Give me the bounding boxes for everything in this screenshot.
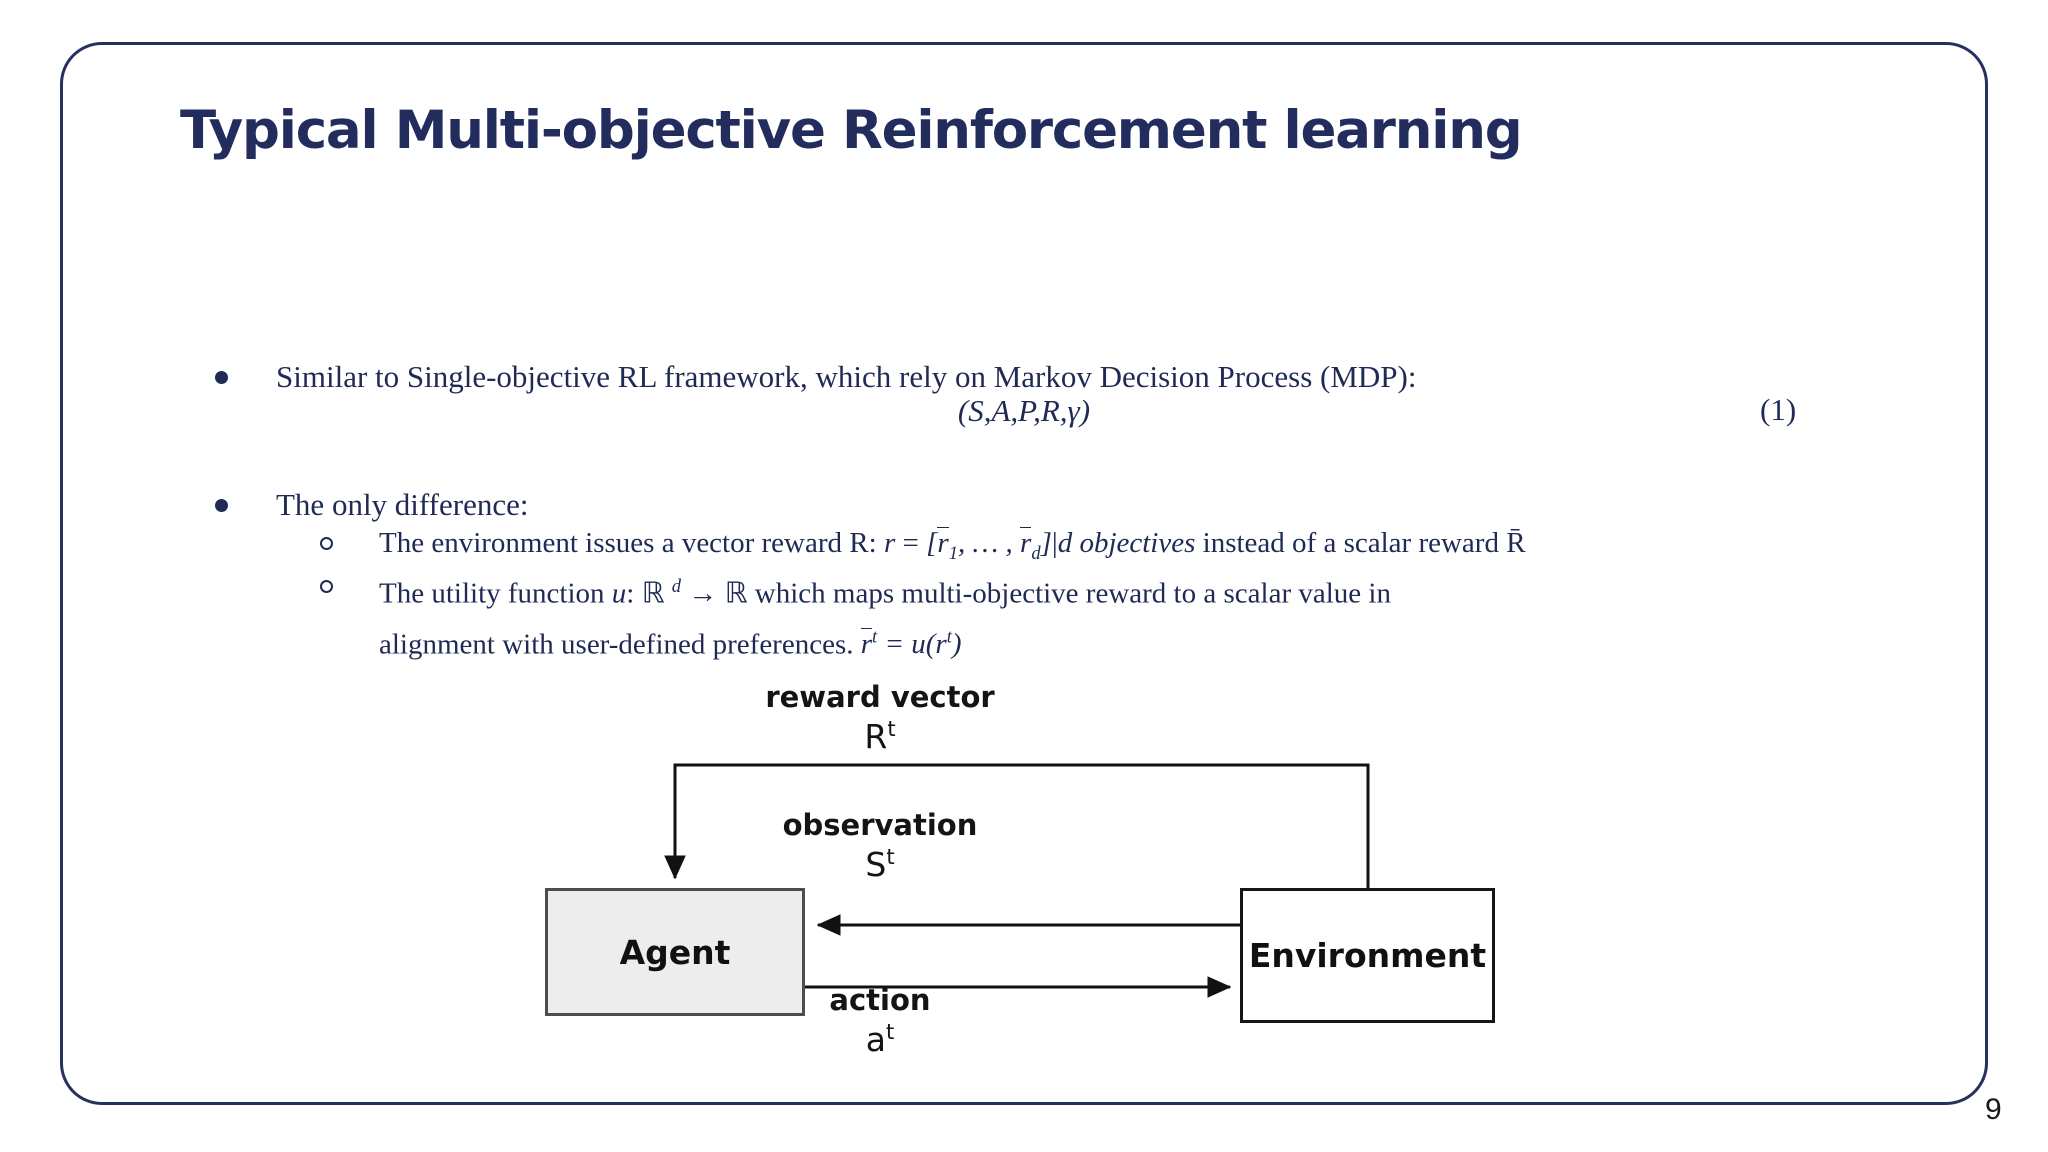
slide-frame	[60, 42, 1988, 1105]
diagram-node-agent: Agent	[545, 888, 805, 1016]
page-number: 9	[1985, 1093, 2002, 1126]
sub-bullet-item-1-label: The environment issues a vector reward R…	[379, 527, 1526, 564]
equation-number: (1)	[1760, 392, 1797, 427]
diagram-symbol-reward: Rt	[864, 716, 896, 756]
bullet-item-2-label: The only difference:	[276, 487, 529, 522]
diagram-label-action: action	[829, 983, 931, 1017]
vector-reward-formula: r	[883, 527, 896, 559]
sub-bullet-1-text-before: The environment issues a vector reward R…	[379, 527, 884, 559]
sub-bullet-1-text-after: instead of a scalar reward R̄	[1195, 527, 1526, 559]
bullet-item-2: The only difference:	[215, 483, 528, 527]
page-title: Typical Multi-objective Reinforcement le…	[180, 100, 1523, 161]
bullet-item-1: Similar to Single-objective RL framework…	[215, 355, 1416, 399]
equation-mdp-tuple: (S,A,P,R,γ)	[957, 393, 1091, 428]
bullet-circle-icon	[320, 580, 333, 593]
diagram-symbol-observation: St	[865, 844, 895, 884]
diagram-symbol-action: at	[865, 1019, 895, 1059]
diagram-node-environment: Environment	[1240, 888, 1495, 1023]
sub-bullet-item-2-label: The utility function u: ℝ d → ℝ which ma…	[379, 575, 1391, 661]
bullet-item-1-label: Similar to Single-objective RL framework…	[276, 359, 1417, 394]
diagram-label-observation: observation	[782, 808, 978, 842]
sub-bullet-item-2: The utility function u: ℝ d → ℝ which ma…	[320, 565, 1489, 666]
diagram-label-reward-vector: reward vector	[765, 680, 995, 714]
rl-loop-diagram: reward vector Rt observation St action a…	[540, 680, 1550, 1080]
sub-bullet-item-1: The environment issues a vector reward R…	[320, 522, 1526, 575]
bullet-disc-icon	[215, 499, 228, 512]
diagram-arrows	[664, 763, 1370, 998]
bullet-circle-icon	[320, 537, 333, 550]
bullet-disc-icon	[215, 371, 228, 384]
